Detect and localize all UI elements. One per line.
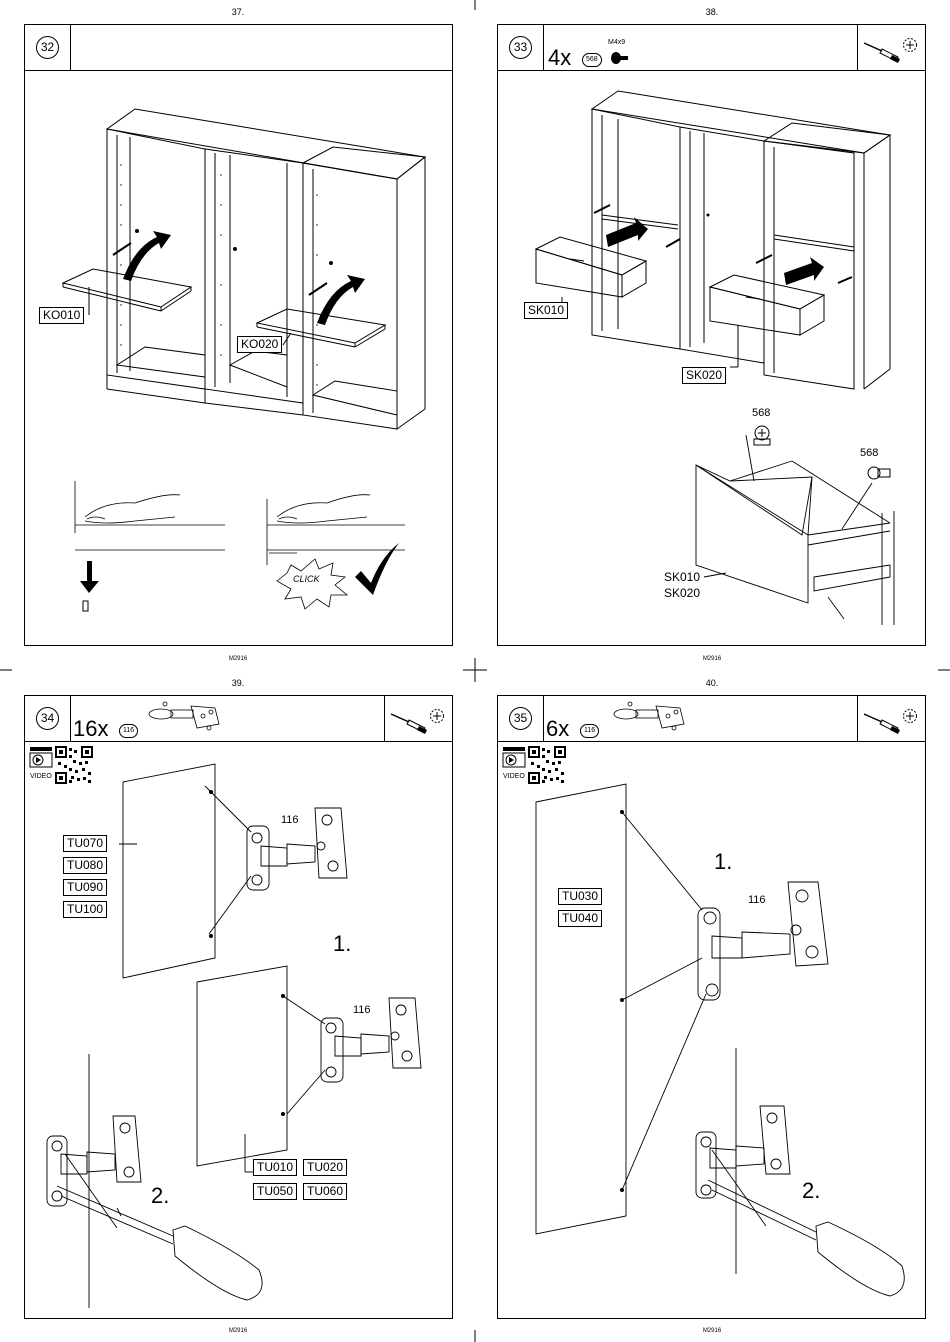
step-panel-35: 35 6x 116 [497, 695, 926, 1319]
page-footer-code: M2916 [218, 656, 258, 662]
callout-116-b: 116 [353, 1004, 371, 1016]
part-label-tu020: TU020 [303, 1159, 347, 1176]
click-text: CLICK [293, 574, 320, 584]
page-footer-code: M2916 [218, 1328, 258, 1334]
substep-1: 1. [333, 931, 351, 957]
part-label-tu080: TU080 [63, 857, 107, 874]
checkmark-icon [353, 543, 401, 597]
tall-door-hinge-illustration [498, 696, 927, 1320]
click-burst [277, 559, 347, 609]
registration-mark-center [463, 658, 487, 682]
substep-2: 2. [151, 1183, 169, 1209]
step-panel-34: 34 16x 116 [24, 695, 453, 1319]
callout-568-a: 568 [752, 407, 770, 419]
step-panel-32: 32 [24, 24, 453, 646]
part-label-tu090: TU090 [63, 879, 107, 896]
part-label-tu050: TU050 [253, 1183, 297, 1200]
part-label-ko020: KO020 [237, 336, 282, 353]
part-label-tu070: TU070 [63, 835, 107, 852]
part-label-tu010: TU010 [253, 1159, 297, 1176]
crop-mark-bottom [474, 1330, 476, 1342]
part-label-tu030: TU030 [558, 888, 602, 905]
part-label-sk010: SK010 [524, 302, 568, 319]
door-hinge-illustration [25, 696, 454, 1320]
substep-2: 2. [802, 1178, 820, 1204]
callout-116-a: 116 [281, 814, 299, 826]
part-label-tu100: TU100 [63, 901, 107, 918]
step-panel-33: 33 4x 568 M4x9 [497, 24, 926, 646]
wardrobe-drawers-illustration [498, 25, 927, 647]
callout-568-b: 568 [860, 447, 878, 459]
substep-1: 1. [714, 849, 732, 875]
page-number: 40. [692, 678, 732, 688]
page-number: 38. [692, 7, 732, 17]
page-footer-code: M2916 [692, 656, 732, 662]
page-number: 39. [218, 678, 258, 688]
page-number: 37. [218, 7, 258, 17]
part-label-ko010: KO010 [39, 307, 84, 324]
part-label-tu040: TU040 [558, 910, 602, 927]
detail-label-sk020: SK020 [664, 586, 700, 600]
detail-label-sk010: SK010 [664, 570, 700, 584]
part-label-tu060: TU060 [303, 1183, 347, 1200]
crop-mark-right [938, 669, 950, 671]
page-footer-code: M2916 [692, 1328, 732, 1334]
callout-116: 116 [748, 894, 766, 906]
crop-mark-top [474, 0, 476, 10]
part-label-sk020: SK020 [682, 367, 726, 384]
crop-mark-left [0, 669, 12, 671]
